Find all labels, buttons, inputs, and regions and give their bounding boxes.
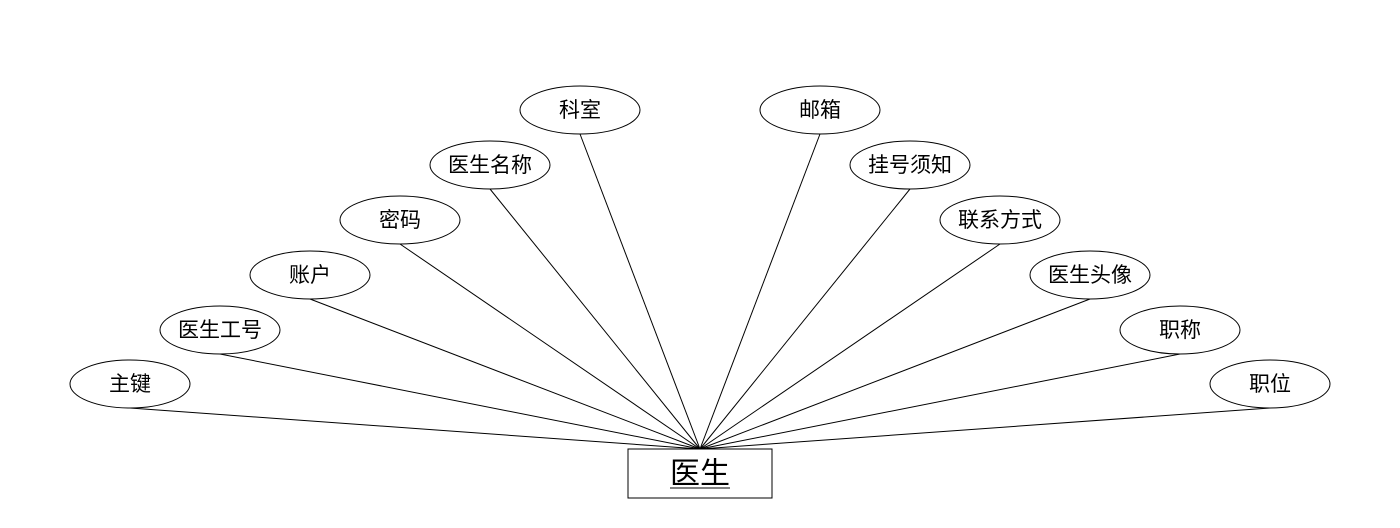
attribute-ellipse: [849, 140, 971, 190]
attribute-node: 医生头像: [1029, 250, 1151, 300]
attribute-node: 科室: [519, 85, 641, 135]
attribute-node: 医生名称: [429, 140, 551, 190]
attribute-node: 联系方式: [939, 195, 1061, 245]
connector-line: [699, 243, 1001, 450]
attribute-node: 职称: [1119, 305, 1241, 355]
attribute-node: 挂号须知: [849, 140, 971, 190]
connector-line: [309, 298, 701, 450]
attribute-label: 职位: [1249, 372, 1291, 396]
attribute-node: 邮箱: [759, 85, 881, 135]
connector-line: [129, 407, 701, 450]
attribute-label: 账户: [289, 263, 331, 287]
connector-line: [699, 188, 911, 450]
connector-lines: [129, 133, 1271, 450]
attribute-node: 主键: [69, 359, 191, 409]
attribute-node: 职位: [1209, 359, 1331, 409]
attribute-ellipse: [1119, 305, 1241, 355]
entity-doctor: 医生: [627, 448, 773, 499]
attribute-node: 医生工号: [159, 305, 281, 355]
entity-box: [627, 448, 773, 499]
connector-line: [579, 133, 701, 450]
attribute-ellipse: [759, 85, 881, 135]
attribute-label: 医生名称: [448, 153, 532, 177]
connector-line: [219, 353, 701, 450]
attribute-label: 挂号须知: [868, 153, 952, 177]
connector-line: [489, 188, 701, 450]
attribute-label: 医生工号: [178, 318, 262, 342]
connector-line: [699, 133, 821, 450]
attribute-ellipse: [429, 140, 551, 190]
attribute-ellipse: [249, 250, 371, 300]
connector-line: [699, 298, 1091, 450]
attribute-node: 账户: [249, 250, 371, 300]
attribute-label: 职称: [1159, 318, 1201, 342]
attribute-label: 主键: [109, 372, 151, 396]
attribute-ellipse: [69, 359, 191, 409]
connector-line: [399, 243, 701, 450]
attribute-label: 医生头像: [1048, 263, 1132, 287]
attribute-ellipse: [1209, 359, 1331, 409]
attribute-label: 邮箱: [799, 98, 841, 122]
connector-line: [699, 353, 1181, 450]
attribute-node: 密码: [339, 195, 461, 245]
entity-label: 医生: [670, 457, 730, 492]
connector-line: [699, 407, 1271, 450]
attribute-ellipse: [159, 305, 281, 355]
attribute-ellipse: [939, 195, 1061, 245]
attribute-ellipse: [519, 85, 641, 135]
attribute-label: 密码: [379, 208, 421, 232]
attribute-label: 科室: [559, 98, 601, 122]
attribute-label: 联系方式: [958, 208, 1042, 232]
attribute-ellipse: [1029, 250, 1151, 300]
attribute-ellipse: [339, 195, 461, 245]
